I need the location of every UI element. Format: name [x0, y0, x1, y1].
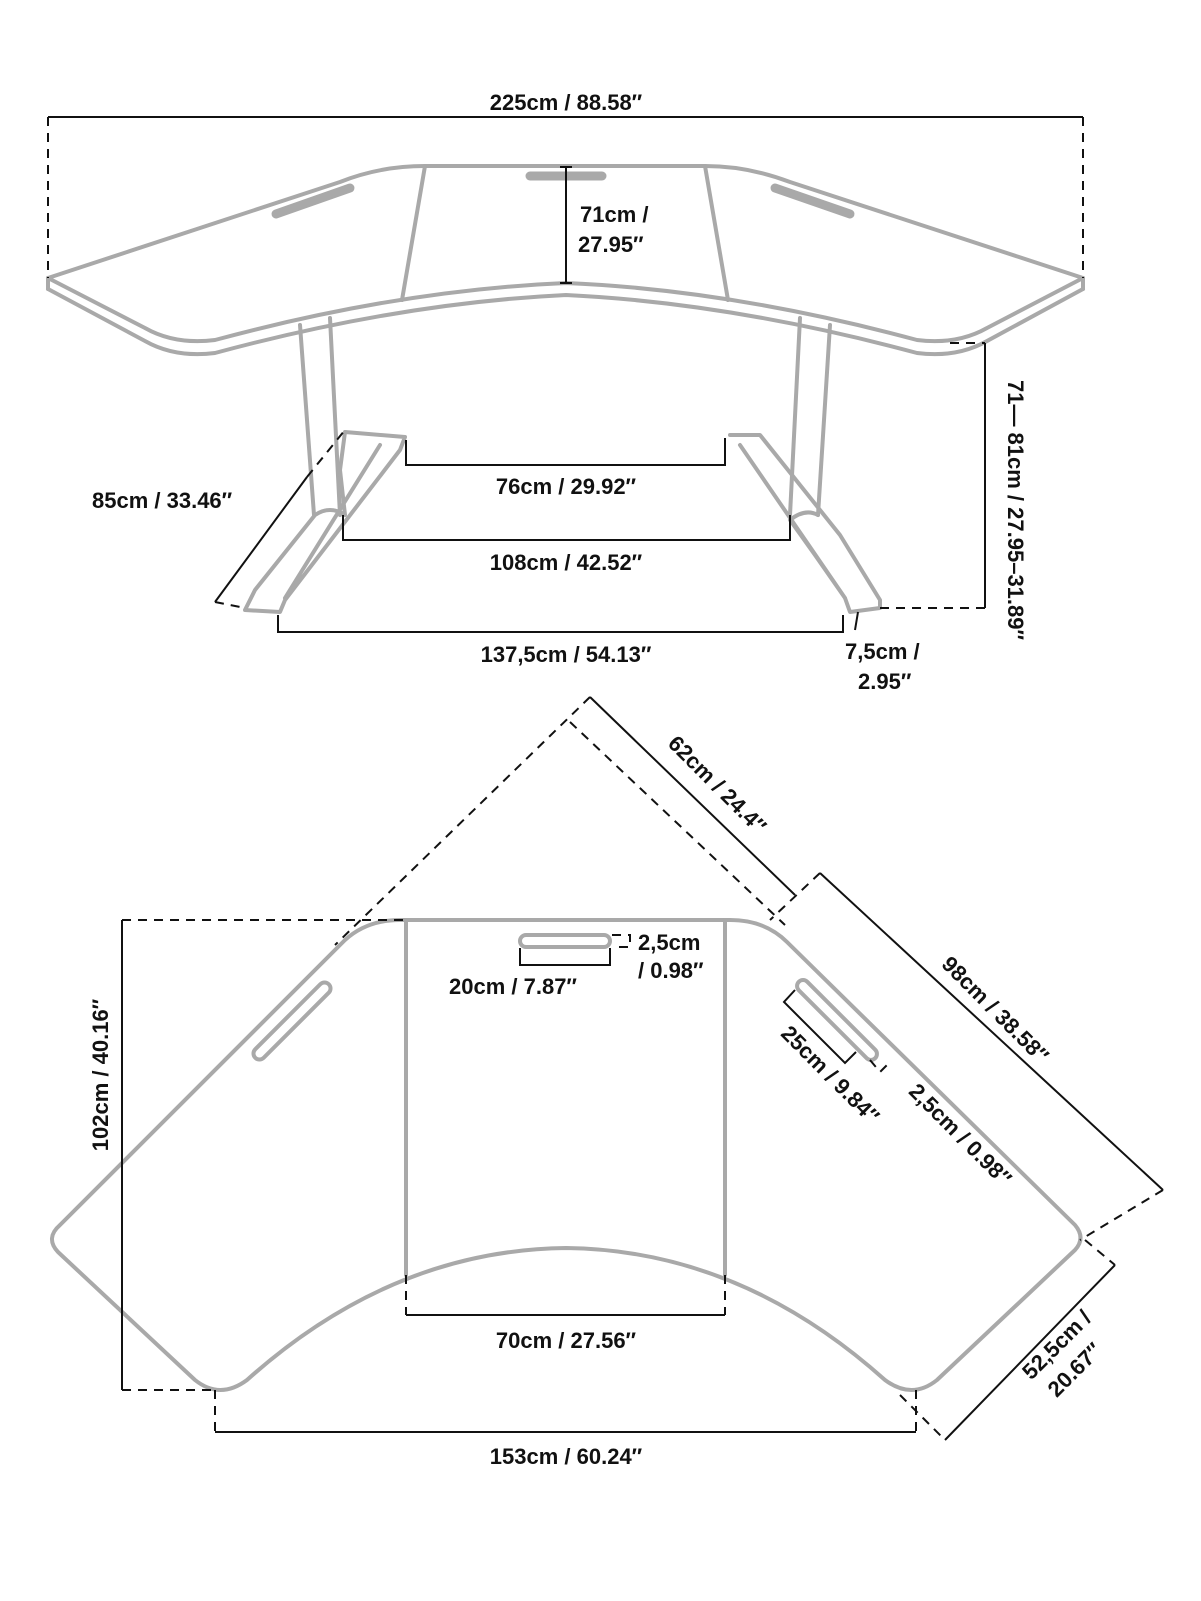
desk-bottom-edge [46, 287, 1085, 357]
back-width-label: 153cm / 60.24″ [490, 1444, 643, 1469]
inner-feet-gap-label: 76cm / 29.92″ [496, 474, 637, 499]
desk-top-outline [50, 918, 1083, 1392]
slot-center-width-label-2: / 0.98″ [638, 958, 704, 983]
front-view-dimensions: 225cm / 88.58″ 71cm / 27.95″ 76cm / 29.9… [47, 90, 1084, 694]
foot-width-label-1: 7,5cm / [845, 639, 920, 664]
foot-width-label-2: 2.95″ [858, 669, 912, 694]
total-width-label: 225cm / 88.58″ [490, 90, 643, 115]
leg-spacing-label: 108cm / 42.52″ [490, 550, 643, 575]
desk-side-edges [46, 276, 1085, 291]
slot-side-length-label: 25cm / 9.84″ [776, 1021, 884, 1129]
center-width-label: 70cm / 27.56″ [496, 1328, 637, 1353]
grommet-left [271, 183, 355, 219]
desk-top-front-edge [46, 276, 1085, 344]
top-view-dimensions: 102cm / 40.16″ 153cm / 60.24″ 70cm / 27.… [88, 696, 1164, 1469]
foot-left [243, 430, 407, 614]
grommet-right [770, 183, 855, 219]
slot-center-length-label: 20cm / 7.87″ [449, 974, 577, 999]
feet-span-label: 137,5cm / 54.13″ [481, 642, 652, 667]
leg-left [298, 316, 342, 517]
foot-right [728, 433, 882, 614]
slot-center-width-label-1: 2,5cm [638, 930, 700, 955]
center-panel-lines [404, 918, 727, 1277]
depth-center-label-2: 27.95″ [578, 232, 644, 257]
slot-side-width-label: 2,5cm / 0.98″ [904, 1078, 1017, 1191]
depth-left-label: 102cm / 40.16″ [88, 998, 113, 1151]
desk-panel-dividers [400, 164, 730, 302]
leg-right [788, 316, 832, 517]
slot-right [795, 978, 879, 1062]
top-view-desk [50, 918, 1083, 1392]
slot-left [251, 980, 333, 1062]
height-range-label: 71— 81cm / 27.95–31.89″ [1003, 380, 1028, 641]
corner-depth-label: 62cm / 24.4″ [663, 731, 771, 839]
front-view-desk [46, 164, 1085, 614]
depth-center-label-1: 71cm / [580, 202, 649, 227]
slot-center [518, 933, 612, 949]
foot-length-label: 85cm / 33.46″ [92, 488, 233, 513]
wing-length-label: 98cm / 38.58″ [937, 951, 1054, 1068]
